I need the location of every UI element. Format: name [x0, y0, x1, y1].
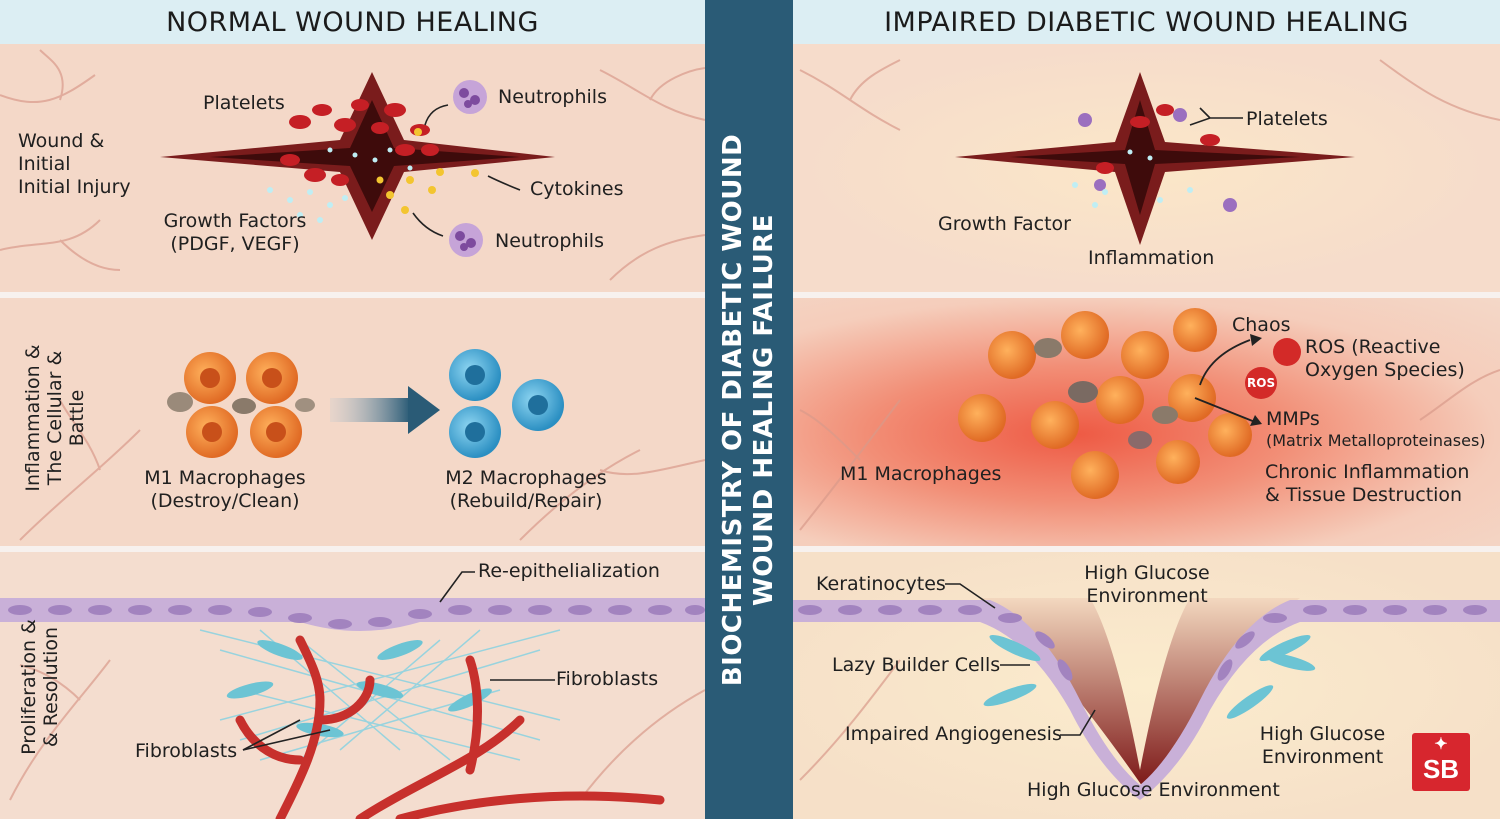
sparkle-icon: ✦ — [1434, 736, 1448, 753]
label-line: (Rebuild/Repair) — [449, 490, 603, 512]
cytokine-dots — [376, 128, 479, 214]
header-diabetic: IMPAIRED DIABETIC WOUND HEALING — [793, 0, 1500, 44]
stage-label-line: Battle — [66, 389, 88, 447]
label-cytokines: Cytokines — [530, 178, 624, 200]
stage-label-line: & Resolution — [40, 626, 62, 748]
stage-label-proliferation: Proliferation & & Resolution — [18, 607, 62, 767]
epithelium-layer — [0, 598, 705, 631]
label-inflammation: Inflammation — [1088, 247, 1215, 269]
label-chaos: Chaos — [1232, 314, 1291, 336]
label-growth-factor: Growth Factor — [938, 213, 1071, 235]
label-m1-macrophages: M1 Macrophages (Destroy/Clean) — [140, 467, 310, 513]
growth-factor-dots — [1072, 149, 1193, 208]
stage-label-line: Proliferation & — [18, 619, 40, 755]
label-line: Environment — [1261, 746, 1384, 768]
label-line: Growth Factors — [163, 210, 307, 232]
label-impaired-angiogenesis: Impaired Angiogenesis — [845, 723, 1062, 745]
header-normal: NORMAL WOUND HEALING — [0, 0, 705, 44]
ros-badge-icon — [1245, 367, 1277, 399]
label-line: Environment — [1086, 585, 1208, 607]
m2-macrophage-icon — [449, 349, 564, 458]
label-line: (PDGF, VEGF) — [170, 233, 300, 255]
label-line: High Glucose — [1259, 723, 1386, 745]
blood-vessel — [235, 635, 665, 819]
m1-macrophage-icon — [958, 308, 1252, 499]
label-reepithelialization: Re-epithelialization — [478, 560, 660, 582]
center-title-bar — [705, 0, 793, 819]
label-high-glucose-right: High Glucose Environment — [1250, 723, 1395, 769]
label-fibroblasts-left: Fibroblasts — [135, 740, 238, 762]
transition-arrow — [330, 398, 410, 422]
fibroblast-icon — [983, 634, 1316, 719]
label-line: M1 Macrophages — [144, 467, 306, 489]
stage-label-line: The Cellular & — [44, 350, 66, 486]
label-high-glucose-top: High Glucose Environment — [1072, 562, 1222, 608]
brand-logo-text: SB — [1422, 754, 1460, 784]
ros-molecule-icon — [1273, 338, 1301, 366]
row-divider — [793, 292, 1500, 298]
row-divider — [793, 546, 1500, 552]
brand-logo[interactable]: ✦ SB — [1412, 733, 1470, 791]
center-title-line2: WOUND HEALING FAILURE — [749, 214, 779, 606]
stage-label-line: Wound & — [18, 130, 105, 152]
annotation-arrows — [1189, 107, 1243, 126]
label-line: Chronic Inflammation — [1265, 461, 1470, 483]
stage-label-line: Inflammation & — [22, 344, 44, 492]
label-chronic-inflammation: Chronic Inflammation & Tissue Destructio… — [1265, 461, 1469, 507]
center-title-line1: BIOCHEMISTRY OF DIABETIC WOUND — [718, 133, 748, 687]
header-normal-title: NORMAL WOUND HEALING — [166, 6, 539, 38]
label-line: Oxygen Species) — [1305, 359, 1465, 381]
epithelium-layer — [793, 600, 1500, 800]
diabetic-wound — [955, 72, 1355, 245]
annotation-arrows — [242, 571, 555, 751]
label-ros: ROS (Reactive Oxygen Species) — [1305, 336, 1465, 382]
label-lazy-builder-cells: Lazy Builder Cells — [832, 654, 1001, 676]
label-m1-macrophages-diabetic: M1 Macrophages — [840, 463, 1002, 485]
label-growth-factors: Growth Factors (PDGF, VEGF) — [160, 210, 310, 256]
label-line: M2 Macrophages — [445, 467, 607, 489]
stage-label-line: Initial — [18, 153, 71, 175]
annotation-arrows — [1194, 339, 1256, 423]
annotation-arrows — [412, 104, 521, 237]
ros-badge-text: ROS — [1247, 376, 1276, 390]
row-divider — [0, 292, 705, 298]
m1-macrophage-icon — [167, 352, 315, 458]
label-keratinocytes: Keratinocytes — [816, 573, 946, 595]
label-mmps-full: (Matrix Metalloproteinases) — [1266, 431, 1486, 450]
platelet-icon — [1078, 108, 1237, 212]
label-platelets-diabetic: Platelets — [1246, 108, 1328, 130]
header-diabetic-title: IMPAIRED DIABETIC WOUND HEALING — [884, 6, 1409, 38]
red-blood-cells — [1096, 104, 1220, 174]
label-line: (Destroy/Clean) — [150, 490, 300, 512]
label-line: High Glucose — [1084, 562, 1210, 584]
label-platelets: Platelets — [203, 92, 285, 114]
label-high-glucose-bottom: High Glucose Environment — [1027, 779, 1280, 801]
label-line: & Tissue Destruction — [1265, 484, 1463, 506]
row-divider — [0, 546, 705, 552]
neutrophil-icon — [449, 80, 487, 257]
label-fibroblasts-right: Fibroblasts — [556, 668, 659, 690]
label-neutrophils-top: Neutrophils — [498, 86, 607, 108]
label-m2-macrophages: M2 Macrophages (Rebuild/Repair) — [440, 467, 612, 513]
stage-label-injury: Wound & Initial Initial Injury — [18, 130, 131, 199]
annotation-arrows — [945, 583, 1096, 736]
background-vessels — [0, 49, 1500, 801]
label-neutrophils-bottom: Neutrophils — [495, 230, 604, 252]
label-mmps: MMPs — [1266, 408, 1320, 430]
stage-label-inflammation: Inflammation & The Cellular & Battle — [22, 333, 88, 503]
stage-label-line: Initial Injury — [18, 176, 131, 198]
center-title: BIOCHEMISTRY OF DIABETIC WOUND WOUND HEA… — [718, 60, 780, 760]
growth-factor-dots — [267, 147, 413, 223]
wound-pit — [980, 598, 1300, 790]
label-line: ROS (Reactive — [1305, 336, 1441, 358]
normal-wound — [160, 72, 555, 240]
